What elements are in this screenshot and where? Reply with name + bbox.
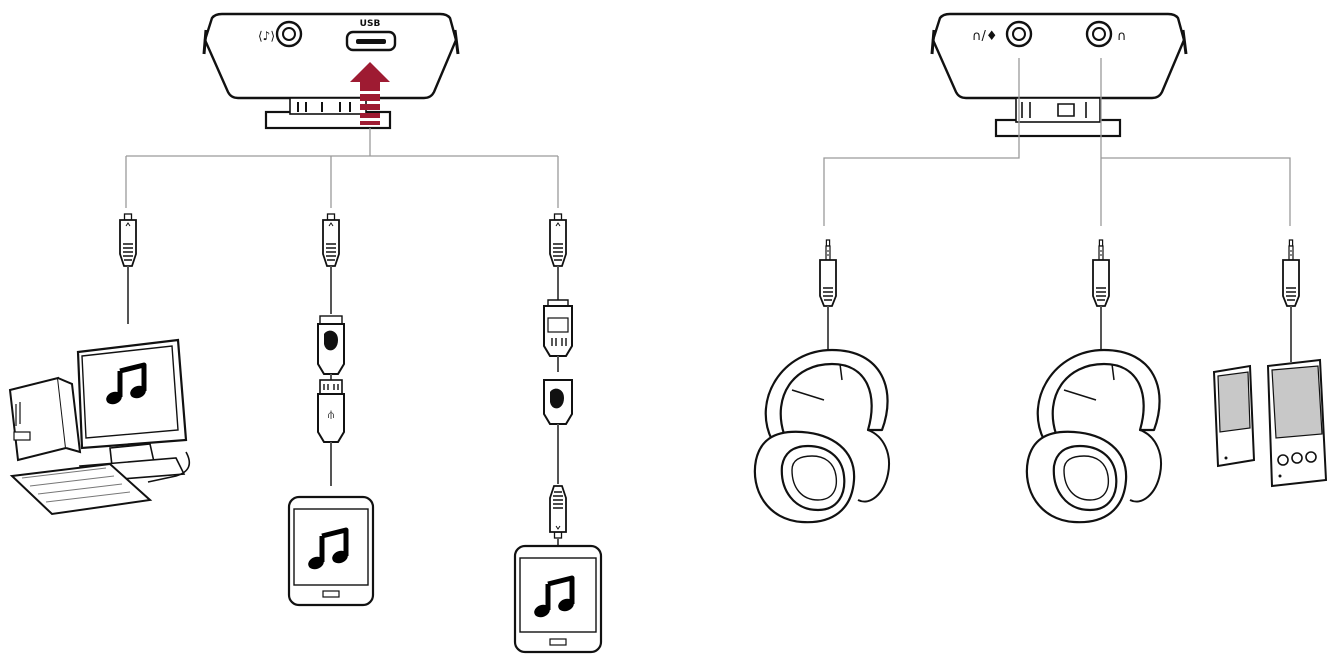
- svg-text:∩/♦: ∩/♦: [972, 29, 998, 44]
- insert-arrow: [350, 62, 390, 125]
- headphone-cable-2: [1092, 239, 1110, 352]
- computer-cable: [119, 213, 137, 324]
- speaker-cable: [1282, 239, 1300, 362]
- bluetooth-audio-icon: ⟨♪⟩: [258, 29, 275, 43]
- svg-text:⫛: ⫛: [328, 408, 335, 421]
- powered-speakers: [1212, 358, 1328, 488]
- headset-mic-icon: ∩/♦: [972, 29, 998, 44]
- usb-port-label: USB: [360, 19, 381, 29]
- usb-cable-to-tablet: [543, 213, 573, 546]
- headphone-cable-1: [819, 239, 837, 352]
- svg-text:⟨♪⟩: ⟨♪⟩: [258, 29, 275, 43]
- headphone-icon: ∩: [1117, 29, 1127, 44]
- svg-text:∩: ∩: [1117, 29, 1127, 44]
- audio-device-front: ⟨♪⟩ USB: [202, 12, 460, 130]
- otg-adapter-cable: ⫛: [317, 213, 345, 486]
- usb-port-icon: [345, 30, 397, 52]
- headphones-1: [753, 348, 891, 524]
- audio-device-rear: ∩/♦ ∩: [930, 12, 1188, 138]
- computer-icon: [8, 338, 191, 516]
- left-connection-lines: [125, 128, 559, 208]
- tablet-icon: [513, 544, 603, 654]
- right-connection-lines: [823, 58, 1291, 226]
- headphones-2: [1025, 348, 1163, 524]
- phone-icon: [287, 495, 375, 607]
